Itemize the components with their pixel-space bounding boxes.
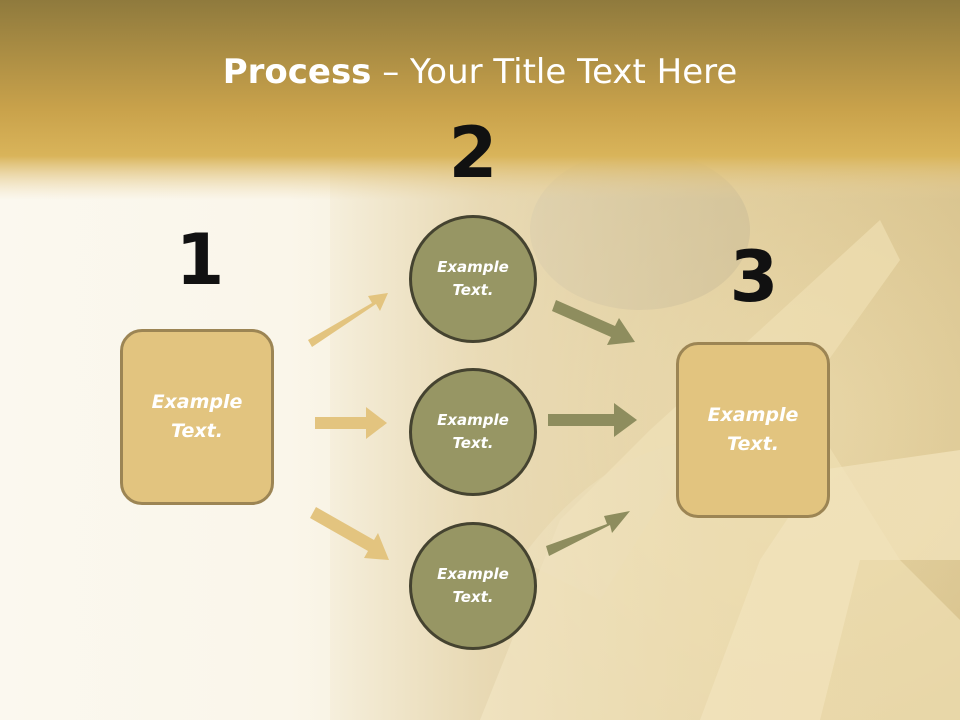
title-rest: – Your Title Text Here (371, 52, 738, 92)
slide-title: Process – Your Title Text Here (0, 52, 960, 92)
step-number-1: 1 (175, 219, 225, 301)
step-number-2: 2 (448, 112, 498, 194)
arrow-right-icon (315, 407, 387, 439)
step-3-box[interactable]: Example Text. (676, 342, 830, 518)
step-2-circle-text: Example Text. (437, 411, 509, 452)
step-2-circle-text: Example Text. (437, 565, 509, 606)
arrow-right-icon (548, 403, 637, 437)
step-number-3: 3 (729, 236, 779, 318)
step-1-box[interactable]: Example Text. (120, 329, 274, 505)
arrow-right-down-icon (310, 507, 389, 560)
step-2-circle-bottom[interactable]: Example Text. (409, 522, 537, 650)
step-2-circle-text: Example Text. (437, 258, 509, 299)
arrow-right-down-icon (552, 300, 635, 345)
step-2-circle-middle[interactable]: Example Text. (409, 368, 537, 496)
step-3-text: Example Text. (707, 404, 799, 455)
step-1-text: Example Text. (151, 391, 243, 442)
step-2-circle-top[interactable]: Example Text. (409, 215, 537, 343)
arrow-right-up-icon (308, 293, 388, 347)
arrow-right-up-icon (546, 511, 630, 556)
title-bold: Process (222, 52, 372, 92)
